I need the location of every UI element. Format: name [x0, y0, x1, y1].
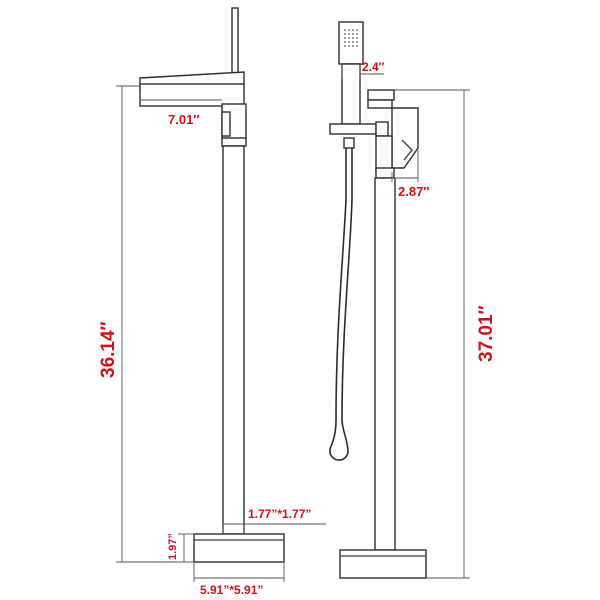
- handle-depth-label: 2.87″: [398, 184, 430, 199]
- base-size-label: 5.91”*5.91”: [200, 583, 263, 597]
- front-view-faucet: [139, 7, 285, 563]
- shower-nozzle-dots: [344, 29, 358, 47]
- handshower-width-label: 2.4″: [362, 60, 385, 74]
- left-height-label: 36.14″: [98, 321, 119, 378]
- side-view-faucet: [329, 21, 427, 579]
- base-height-label: 1.97”: [167, 533, 179, 560]
- pipe-size-label: 1.77”*1.77”: [248, 507, 311, 521]
- front-view-dimension-lines: [116, 85, 326, 582]
- side-view-dimension-lines: [341, 64, 470, 579]
- right-height-label: 37.01″: [476, 305, 497, 362]
- spout-depth-label: 7.01″: [168, 112, 200, 127]
